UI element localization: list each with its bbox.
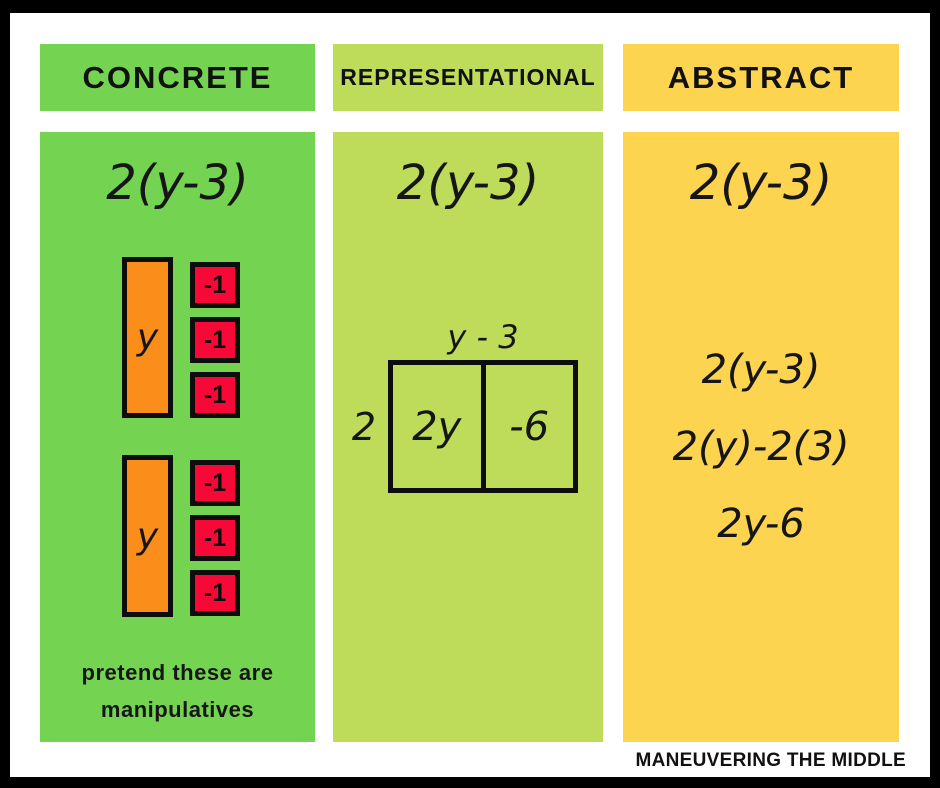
caption-manipulatives: pretend these are manipulatives [40, 654, 315, 728]
caption-line-2: manipulatives [100, 697, 255, 722]
brand-watermark: MANEUVERING THE MIDDLE [635, 750, 906, 771]
step-3: 2y-6 [717, 501, 805, 547]
header-abstract: ABSTRACT [623, 44, 899, 111]
step-2: 2(y)-2(3) [672, 424, 850, 470]
unit-tile-column: -1 -1 -1 [190, 262, 240, 418]
caption-line-1: pretend these are [81, 660, 274, 685]
panel-abstract: 2(y-3) 2(y-3) 2(y)-2(3) 2y-6 [623, 132, 899, 742]
area-model-top-label: y - 3 [447, 318, 519, 356]
neg-one-tile: -1 [190, 262, 240, 308]
expression-concrete: 2(y-3) [106, 155, 249, 211]
abstract-steps: 2(y-3) 2(y)-2(3) 2y-6 [623, 332, 899, 563]
area-model-side-label: 2 [351, 404, 377, 449]
neg-one-tile: -1 [190, 317, 240, 363]
panel-concrete: 2(y-3) y -1 -1 -1 y -1 -1 -1 pretend the… [40, 132, 315, 742]
neg-one-tile: -1 [190, 460, 240, 506]
tile-group-2: y -1 -1 -1 [122, 455, 267, 622]
neg-one-tile: -1 [190, 570, 240, 616]
expression-abstract: 2(y-3) [689, 155, 833, 211]
area-model-cell-neg6: -6 [509, 403, 550, 450]
expression-representational: 2(y-3) [396, 155, 540, 211]
area-model: y - 3 2 2y -6 [352, 318, 578, 493]
neg-one-tile: -1 [190, 515, 240, 561]
tile-group-1: y -1 -1 -1 [122, 257, 267, 424]
header-representational: REPRESENTATIONAL [333, 44, 603, 111]
panel-representational: 2(y-3) y - 3 2 2y -6 [333, 132, 603, 742]
header-concrete: CONCRETE [40, 44, 315, 111]
neg-one-tile: -1 [190, 372, 240, 418]
y-bar-tile: y [122, 455, 173, 617]
area-model-cell-2y: 2y [393, 365, 486, 488]
unit-tile-column: -1 -1 -1 [190, 460, 240, 616]
area-model-box: 2y -6 [388, 360, 578, 493]
step-1: 2(y-3) [701, 347, 821, 393]
y-bar-tile: y [122, 257, 173, 418]
